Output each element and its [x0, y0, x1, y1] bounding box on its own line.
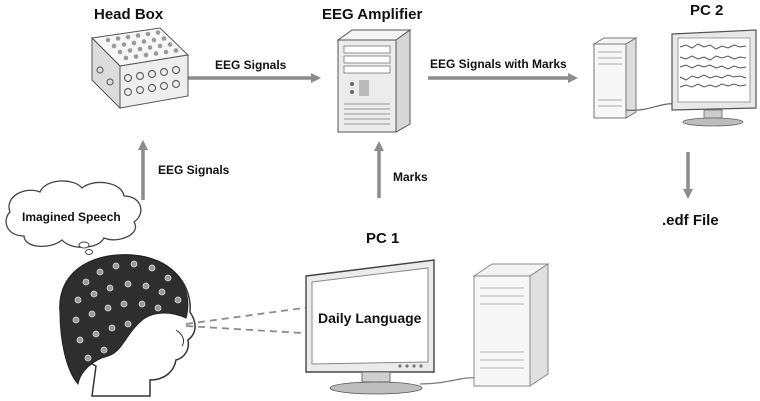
imagined-speech-text: Imagined Speech	[22, 210, 121, 224]
edge-label-amplifier-pc2: EEG Signals with Marks	[430, 57, 567, 71]
gaze-lines	[185, 305, 319, 335]
head-with-eeg-cap	[59, 254, 196, 397]
head-box-device	[90, 27, 190, 110]
pc1-computer	[305, 259, 550, 395]
thought-cloud	[5, 180, 142, 255]
pc2-computer	[592, 29, 757, 127]
head-box-title: Head Box	[94, 6, 164, 23]
daily-language-text: Daily Language	[318, 310, 422, 326]
edf-file-title: .edf File	[662, 212, 719, 229]
edge-label-headbox-amplifier: EEG Signals	[215, 58, 287, 72]
eeg-amplifier-device	[336, 29, 412, 133]
pc2-title: PC 2	[690, 2, 724, 19]
edge-label-pc1-amplifier: Marks	[393, 170, 428, 184]
eeg-amplifier-title: EEG Amplifier	[322, 6, 423, 23]
pc1-title: PC 1	[366, 230, 400, 247]
edge-label-cap-headbox: EEG Signals	[158, 163, 230, 177]
